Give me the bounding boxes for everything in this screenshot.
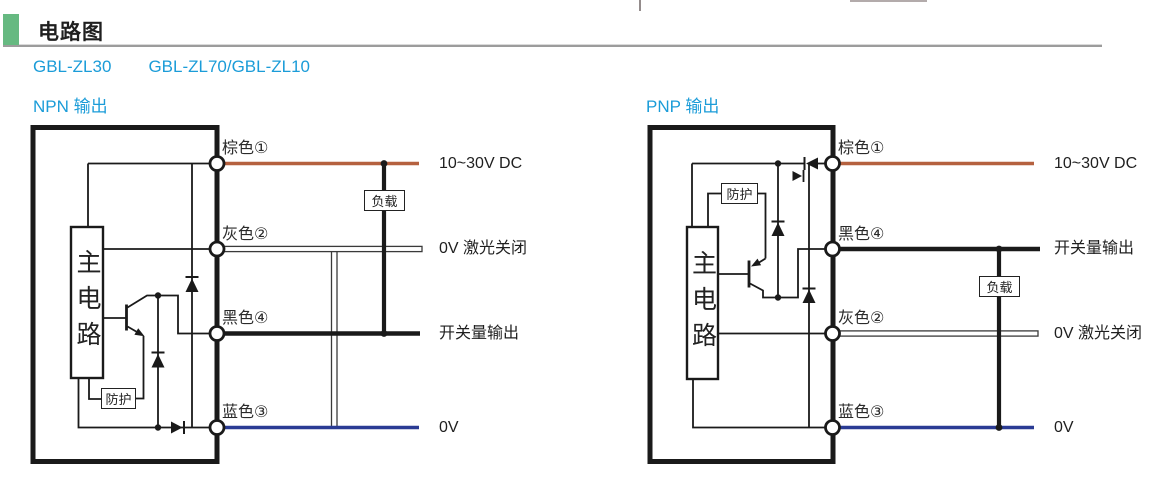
terminal-circle bbox=[824, 419, 841, 436]
npn-wire-name-brown: 棕色① bbox=[222, 140, 269, 157]
pnp-emitter-arrow-icon bbox=[751, 258, 762, 267]
pnp-load-box: 负载 bbox=[979, 276, 1020, 297]
terminal-circle bbox=[824, 155, 841, 172]
terminal-circle bbox=[824, 240, 841, 258]
npn-internal-wiring bbox=[77, 162, 211, 429]
pnp-transistor-icon bbox=[747, 258, 762, 288]
pnp-diodes bbox=[771, 157, 818, 303]
pnp-wire-name-gray: 灰色② bbox=[838, 310, 885, 327]
model-name-first: GBL-ZL30 bbox=[33, 57, 112, 76]
npn-wire-function-output: 开关量输出 bbox=[439, 324, 520, 342]
diode-icon bbox=[792, 171, 802, 181]
pnp-wire-function-laseroff: 0V 激光关闭 bbox=[1054, 324, 1143, 342]
terminal-circle bbox=[208, 240, 226, 258]
pnp-main-circuit-label: 主电路 bbox=[688, 249, 717, 358]
junction-dot bbox=[380, 160, 388, 167]
npn-protection-box: 防护 bbox=[101, 388, 136, 409]
diode-icon bbox=[802, 289, 816, 303]
junction-dot bbox=[774, 160, 782, 167]
npn-wire-name-blue: 蓝色③ bbox=[222, 404, 269, 421]
pnp-wire-function-gnd: 0V bbox=[1054, 418, 1074, 436]
pnp-terminals bbox=[824, 155, 841, 436]
junction-dot bbox=[995, 424, 1003, 431]
terminal-circle bbox=[208, 325, 226, 342]
junction-dot bbox=[154, 292, 162, 299]
pnp-protection-box: 防护 bbox=[721, 183, 758, 204]
npn-wire-name-black: 黑色④ bbox=[222, 310, 269, 327]
pnp-wire-name-black: 黑色④ bbox=[838, 225, 885, 243]
npn-load-box: 负载 bbox=[364, 190, 405, 211]
diode-icon bbox=[171, 421, 183, 434]
junction-dot bbox=[774, 294, 782, 301]
terminal-circle bbox=[208, 155, 226, 172]
model-names: GBL-ZL30 GBL-ZL70/GBL-ZL10 bbox=[33, 57, 310, 77]
pnp-output-title: PNP 输出 bbox=[646, 97, 720, 116]
npn-diagram bbox=[30, 125, 423, 464]
npn-gray-wire bbox=[216, 245, 423, 253]
npn-wire-function-gnd: 0V bbox=[439, 418, 459, 436]
pnp-main-circuit-box bbox=[685, 225, 720, 381]
terminal-circle bbox=[824, 325, 841, 342]
npn-terminals bbox=[208, 155, 226, 436]
pnp-wire-function-power: 10~30V DC bbox=[1054, 154, 1138, 172]
junction-dot bbox=[995, 245, 1003, 253]
npn-emitter-arrow-icon bbox=[134, 328, 145, 337]
diode-icon bbox=[771, 222, 785, 236]
diode-icon bbox=[806, 157, 818, 170]
npn-gray-branch-wire bbox=[330, 248, 338, 429]
npn-wire-name-gray: 灰色② bbox=[222, 225, 269, 243]
pnp-wire-name-brown: 棕色① bbox=[838, 140, 885, 157]
pnp-junction-dots bbox=[774, 160, 1003, 431]
pnp-wire-name-blue: 蓝色③ bbox=[838, 404, 885, 421]
pnp-gray-wire bbox=[831, 330, 1039, 337]
npn-wire-function-laseroff: 0V 激光关闭 bbox=[439, 240, 528, 257]
npn-main-circuit-label: 主电路 bbox=[73, 249, 101, 357]
npn-transistor-icon bbox=[125, 304, 145, 337]
terminal-circle bbox=[208, 419, 226, 436]
pnp-wire-function-output: 开关量输出 bbox=[1054, 240, 1135, 257]
page-title: 电路图 bbox=[38, 21, 104, 44]
npn-wire-function-power: 10~30V DC bbox=[439, 154, 523, 172]
diode-icon bbox=[185, 278, 199, 292]
npn-output-title: NPN 输出 bbox=[33, 97, 108, 116]
npn-junction-dots bbox=[154, 160, 388, 431]
model-name-second: GBL-ZL70/GBL-ZL10 bbox=[148, 57, 311, 76]
pnp-sensor-outline bbox=[647, 125, 836, 464]
junction-dot bbox=[380, 330, 388, 337]
section-accent-bar bbox=[3, 14, 19, 45]
npn-main-circuit-box bbox=[69, 225, 105, 380]
junction-dot bbox=[154, 424, 162, 431]
npn-diodes bbox=[151, 276, 199, 434]
npn-sensor-outline bbox=[30, 125, 220, 464]
diode-icon bbox=[151, 354, 165, 368]
